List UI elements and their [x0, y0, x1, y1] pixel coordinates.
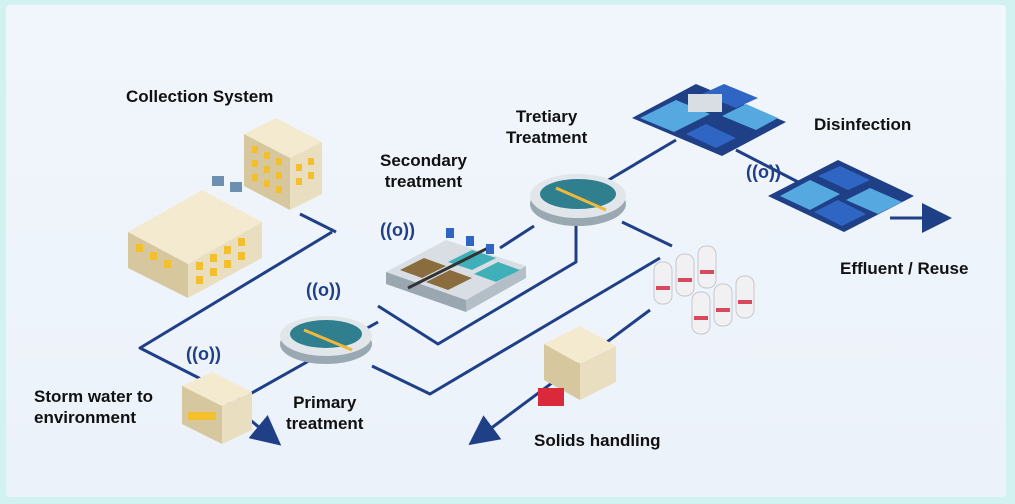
- digester-bands: [656, 270, 752, 320]
- label-effluent-reuse: Effluent / Reuse: [840, 259, 969, 278]
- secondary-tanks: [386, 228, 526, 312]
- pipe-collection-feed: [299, 212, 337, 234]
- sensor-icon-disinfection: ((o)): [746, 162, 781, 182]
- label-collection-system: Collection System: [126, 87, 274, 106]
- pipe-to-solids-units: [621, 220, 673, 248]
- pipe-basins-to-disinfection: [735, 148, 803, 186]
- sensor-icon-storm: ((o)): [186, 344, 221, 364]
- pipe-solids-return: [371, 256, 661, 396]
- pipe-secondary-loop: [377, 224, 578, 346]
- primary-clarifier: [280, 316, 372, 364]
- label-disinfection: Disinfection: [814, 115, 912, 134]
- label-primary-treatment: Primary treatment: [286, 393, 364, 433]
- solids-digesters: [653, 245, 755, 335]
- collection-buildings: [128, 118, 322, 298]
- label-storm-water: Storm water to environment: [34, 387, 154, 427]
- sensor-icon-primary: ((o)): [306, 280, 341, 300]
- tertiary-basins: [632, 84, 786, 156]
- sensor-icon-secondary: ((o)): [380, 220, 415, 240]
- label-tertiary-treatment: Tretiary Treatment: [506, 107, 588, 147]
- label-solids-handling: Solids handling: [534, 431, 661, 450]
- storm-water-unit: [182, 372, 252, 444]
- sensor-icons: ((o)) ((o)) ((o)) ((o)): [186, 162, 781, 364]
- tertiary-clarifier: [530, 174, 626, 226]
- label-secondary-treatment: Secondary treatment: [380, 151, 467, 191]
- disinfection-basins: [768, 160, 914, 232]
- pipe-secondary-to-tertiary: [499, 224, 535, 250]
- solids-handling-unit: [538, 326, 616, 406]
